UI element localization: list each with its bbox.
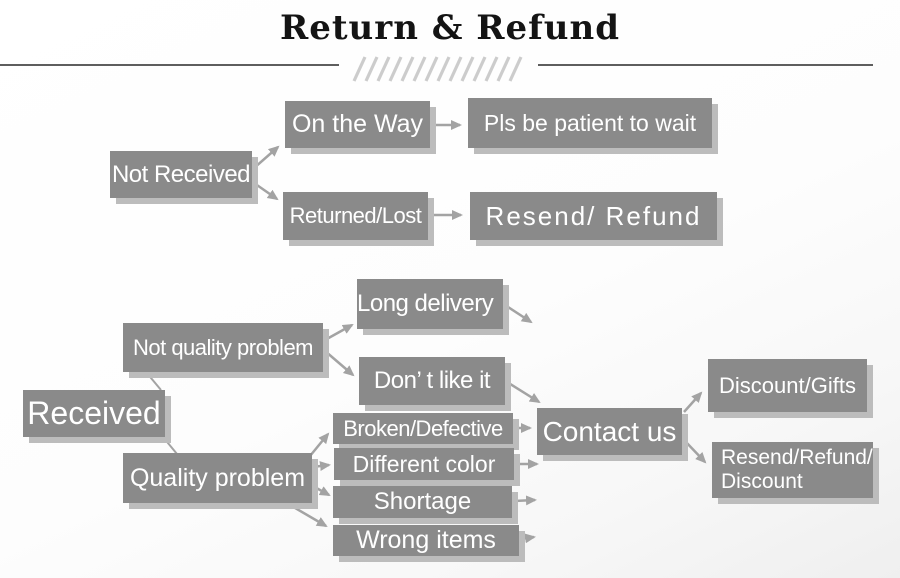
arrow-quality-to-wrong [289,503,328,528]
page-title: Return & Refund [279,8,621,48]
line-not-quality-to-received [145,371,162,391]
flow-node-not-quality-problem: Not quality problem [123,323,323,372]
arrow-quality-to-different [311,461,331,472]
flow-node-pls-be-patient: Pls be patient to wait [468,98,712,148]
arrow-not-received-to-on-the-way [253,145,280,169]
flow-node-contact-us: Contact us [537,408,682,455]
flow-node-not-received: Not Received [110,151,252,198]
arrow-contact-to-resend-refund-discount [683,439,707,464]
arrow-not-quality-to-dont-like [324,350,355,377]
arrow-wrong-out [520,533,536,544]
arrow-long-delivery-out [504,303,533,324]
flow-node-resend-refund: Resend/ Refund [470,192,717,240]
arrow-not-quality-to-long-delivery [324,323,354,342]
flow-node-resend-refund-discount-text: Resend/Refund/ Discount [721,445,873,493]
line-received-to-quality [162,436,178,455]
arrow-not-received-to-returned-lost [253,181,279,201]
title-rule-left [0,64,339,66]
arrow-dont-like-to-contact-us [506,380,541,404]
flow-node-wrong-items: Wrong items [333,525,519,556]
arrow-quality-to-broken [309,432,330,457]
flow-node-discount-gifts: Discount/Gifts [708,359,867,412]
hatch-decoration-icon [352,56,523,82]
arrow-quality-to-shortage [310,483,331,497]
flow-node-broken-defective: Broken/Defective [333,413,513,444]
flow-node-dont-like-it: Don’ t like it [359,357,505,405]
flow-node-shortage: Shortage [333,486,512,518]
flow-node-long-delivery: Long delivery [357,279,503,329]
flow-node-quality-problem: Quality problem [123,453,312,503]
flow-node-returned-lost: Returned/Lost [283,192,428,240]
title-rule-right [538,64,873,66]
arrow-shortage-out [513,495,537,506]
flow-node-resend-refund-discount: Resend/Refund/ Discount [712,442,873,498]
flow-node-different-color: Different color [334,448,514,480]
flow-node-on-the-way: On the Way [285,101,430,148]
arrow-contact-to-discount-gifts [683,391,703,413]
flow-node-received: Received [23,390,165,437]
